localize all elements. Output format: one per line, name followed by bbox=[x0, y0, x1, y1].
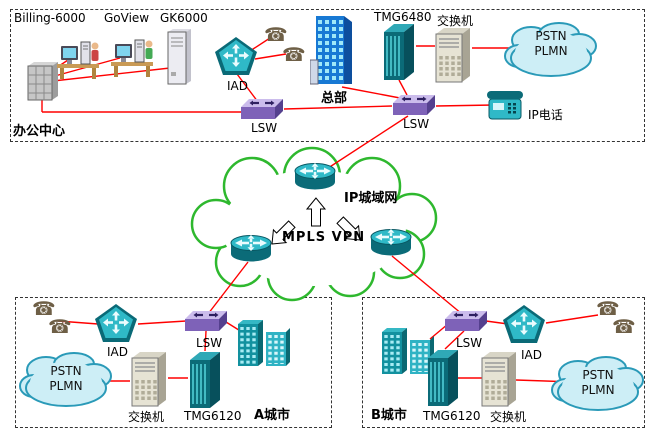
phone-icon: ☎ bbox=[282, 44, 306, 66]
lsw-switch-icon bbox=[185, 311, 227, 331]
media-gateway-icon bbox=[428, 350, 458, 406]
tmg6480-gateway bbox=[382, 22, 416, 80]
plmn-line: PLMN bbox=[534, 44, 568, 58]
lsw-switch-icon bbox=[241, 99, 283, 119]
lsw-switch-icon bbox=[393, 95, 435, 115]
switch-cabinet-city-b bbox=[480, 350, 518, 408]
lsw-city-a bbox=[184, 310, 228, 332]
pbx-cabinet bbox=[26, 60, 60, 102]
phone-icon: ☎ bbox=[48, 316, 72, 338]
iad-label-office: IAD bbox=[227, 79, 248, 93]
city-buildings-icon bbox=[238, 320, 290, 366]
ip-phone-icon bbox=[487, 91, 523, 120]
iad-label-city-b: IAD bbox=[521, 348, 542, 362]
lsw-switch-icon bbox=[445, 311, 487, 331]
switch-cabinet-office bbox=[434, 26, 472, 84]
router-icon bbox=[294, 163, 336, 190]
lsw1-label: LSW bbox=[251, 121, 278, 135]
lsw2-label: LSW bbox=[403, 117, 430, 131]
tmg6120-label-city-a: TMG6120 bbox=[184, 409, 242, 423]
router-icon bbox=[230, 235, 272, 262]
mpls-vpn-arrows bbox=[271, 197, 361, 245]
iad-icon bbox=[215, 37, 257, 75]
workstation-icon bbox=[111, 39, 153, 77]
phone-icon: ☎ bbox=[32, 298, 56, 320]
iad-city-b bbox=[502, 304, 546, 344]
workstation-icon bbox=[57, 41, 99, 79]
switch-cabinet-icon bbox=[435, 28, 470, 83]
city-b-zone-label: B城市 bbox=[371, 408, 407, 423]
lsw1-office bbox=[240, 98, 284, 120]
server-gk6000 bbox=[166, 28, 192, 86]
pstn-line: PSTN bbox=[50, 364, 82, 378]
switch-label-city-b: 交换机 bbox=[490, 410, 527, 424]
pstn-line: PSTN bbox=[582, 368, 614, 382]
ip-phone bbox=[486, 88, 524, 122]
metro-router-left bbox=[228, 232, 274, 264]
iad-office bbox=[214, 36, 258, 76]
gk6000-label: GK6000 bbox=[160, 11, 208, 25]
lsw-label-city-a: LSW bbox=[196, 336, 223, 350]
router-icon bbox=[370, 229, 412, 256]
iad-icon bbox=[95, 304, 137, 342]
tmg6480-label: TMG6480 bbox=[374, 10, 432, 24]
pstn-cloud-office bbox=[503, 20, 599, 80]
workstation-billing bbox=[56, 34, 100, 80]
pstn-cloud-icon bbox=[551, 356, 644, 411]
pstn-plmn-label-city-a: PSTN PLMN bbox=[30, 364, 102, 394]
workstation-goview bbox=[110, 32, 154, 78]
phone-icon: ☎ bbox=[596, 298, 620, 320]
lsw-city-b bbox=[444, 310, 488, 332]
city-b-zone-border bbox=[362, 297, 645, 428]
headquarters-label: 总部 bbox=[321, 91, 348, 106]
tmg6120-city-b bbox=[426, 348, 460, 406]
switch-cabinet-icon bbox=[481, 352, 516, 407]
pstn-line: PSTN bbox=[535, 29, 567, 43]
office-zone-border bbox=[10, 9, 645, 142]
pstn-plmn-label-office: PSTN PLMN bbox=[515, 29, 587, 59]
metro-router-top bbox=[292, 160, 338, 192]
media-gateway-icon bbox=[384, 24, 414, 80]
office-zone-label: 办公中心 bbox=[13, 124, 66, 139]
iad-label-city-a: IAD bbox=[107, 345, 128, 359]
iad-icon bbox=[503, 305, 545, 343]
billing-6000-label: Billing-6000 bbox=[14, 11, 86, 25]
city-a-zone-border bbox=[15, 297, 332, 428]
phone-icon: ☎ bbox=[612, 316, 636, 338]
iad-city-a bbox=[94, 303, 138, 343]
switch-cabinet-city-a bbox=[130, 350, 168, 408]
pstn-plmn-label-city-b: PSTN PLMN bbox=[562, 368, 634, 398]
pstn-cloud-icon bbox=[19, 352, 112, 407]
metro-router-right bbox=[368, 226, 414, 258]
pstn-cloud-city-a bbox=[18, 350, 114, 410]
lsw-label-city-b: LSW bbox=[456, 336, 483, 350]
switch-cabinet-icon bbox=[131, 352, 166, 407]
lsw2-office bbox=[392, 94, 436, 116]
headquarters-building bbox=[309, 12, 358, 86]
red-links bbox=[41, 37, 599, 383]
server-tower-icon bbox=[167, 29, 191, 85]
pbx-cabinet-icon bbox=[27, 62, 58, 101]
goview-label: GoView bbox=[104, 11, 150, 25]
pstn-cloud-icon bbox=[504, 22, 597, 77]
mpls-vpn-label: MPLS VPN bbox=[282, 230, 366, 245]
switch-label-office: 交换机 bbox=[437, 14, 474, 28]
office-building-icon bbox=[309, 16, 352, 85]
tmg6120-label-city-b: TMG6120 bbox=[423, 409, 481, 423]
tmg6120-city-a bbox=[188, 350, 222, 408]
pstn-cloud-city-b bbox=[550, 354, 646, 414]
city-a-zone-label: A城市 bbox=[254, 408, 291, 423]
plmn-line: PLMN bbox=[49, 379, 83, 393]
plmn-line: PLMN bbox=[581, 383, 615, 397]
ip-phone-label: IP电话 bbox=[528, 108, 563, 122]
metro-cloud-label: IP城域网 bbox=[344, 191, 398, 206]
switch-label-city-a: 交换机 bbox=[128, 410, 165, 424]
phone-icon: ☎ bbox=[264, 24, 288, 46]
media-gateway-icon bbox=[190, 352, 220, 408]
buildings-city-a bbox=[236, 316, 290, 368]
